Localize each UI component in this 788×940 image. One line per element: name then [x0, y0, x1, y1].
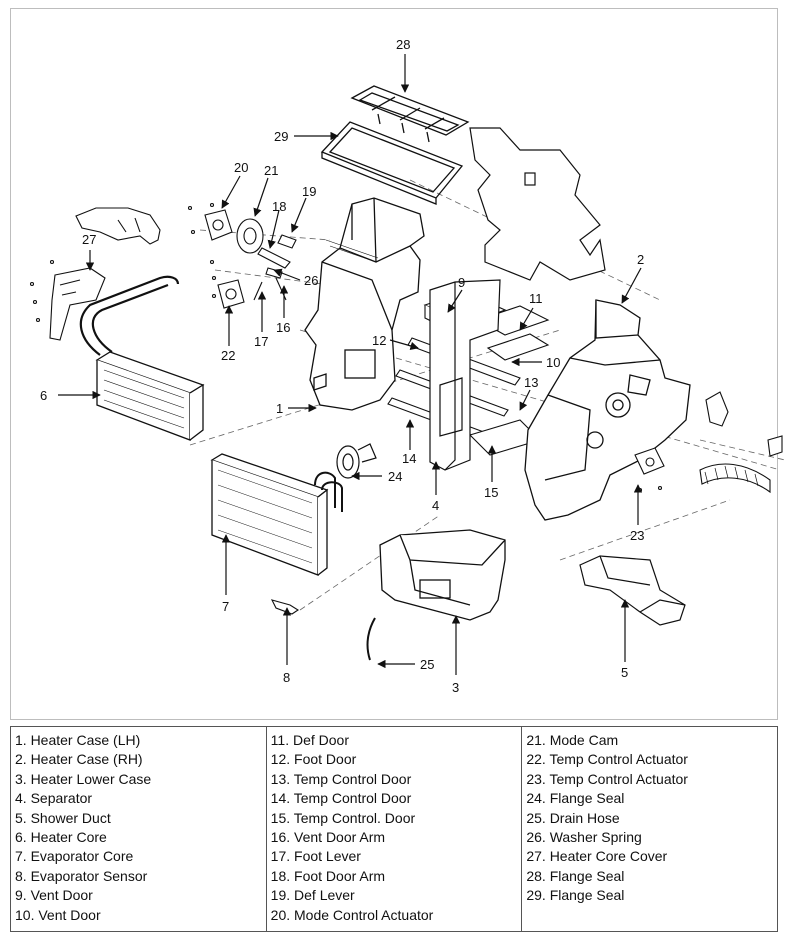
legend-item: 22. Temp Control Actuator — [526, 751, 688, 768]
part-flange-seal-28 — [350, 85, 470, 143]
callout-27: 27 — [82, 232, 96, 247]
part-heater-core-cover — [29, 207, 161, 341]
legend-item: 26. Washer Spring — [526, 829, 642, 846]
callout-13: 13 — [524, 375, 538, 390]
part-actuators — [187, 202, 297, 309]
callout-10: 10 — [546, 355, 560, 370]
callout-5: 5 — [621, 665, 628, 680]
exploded-view-diagram: 28 29 20 21 19 18 26 16 17 22 27 6 1 2 9… — [29, 37, 786, 695]
legend-item: 15. Temp Control. Door — [270, 809, 416, 826]
legend-item: 9. Vent Door — [15, 887, 93, 904]
callout-23: 23 — [630, 528, 644, 543]
callout-7: 7 — [222, 599, 229, 614]
legend-item: 19. Def Lever — [270, 887, 355, 904]
legend-column-1: 1. Heater Case (LH) 2. Heater Case (RH) … — [11, 727, 267, 931]
callout-1: 1 — [276, 401, 283, 416]
legend-item: 5. Shower Duct — [15, 809, 111, 826]
legend-item: 18. Foot Door Arm — [270, 867, 386, 884]
legend-item: 13. Temp Control Door — [270, 770, 412, 787]
callout-14: 14 — [402, 451, 416, 466]
callout-labels: 28 29 20 21 19 18 26 16 17 22 27 6 1 2 9… — [40, 37, 644, 695]
callout-17: 17 — [254, 334, 268, 349]
part-flange-seal-24 — [336, 443, 377, 479]
callout-2: 2 — [637, 252, 644, 267]
callout-leaders — [58, 54, 643, 675]
part-right-ducts — [699, 391, 783, 494]
legend-item: 2. Heater Case (RH) — [15, 751, 143, 768]
callout-6: 6 — [40, 388, 47, 403]
legend-item: 16. Vent Door Arm — [270, 829, 386, 846]
legend-item: 21. Mode Cam — [526, 732, 619, 748]
callout-11: 11 — [529, 291, 543, 306]
callout-4: 4 — [432, 498, 439, 513]
legend-item: 14. Temp Control Door — [270, 790, 412, 807]
callout-22: 22 — [221, 348, 235, 363]
legend-item: 11. Def Door — [270, 732, 350, 748]
callout-20: 20 — [234, 160, 248, 175]
legend-item: 7. Evaporator Core — [15, 848, 134, 865]
legend-column-2: 11. Def Door 12. Foot Door 13. Temp Cont… — [267, 727, 523, 931]
legend-item: 1. Heater Case (LH) — [15, 732, 141, 748]
legend-item: 17. Foot Lever — [270, 848, 361, 865]
legend-item: 10. Vent Door — [15, 906, 101, 923]
parts-legend-table: 1. Heater Case (LH) 2. Heater Case (RH) … — [10, 726, 778, 932]
part-heater-case-lh — [304, 197, 425, 411]
legend-column-3: 21. Mode Cam 22. Temp Control Actuator 2… — [522, 727, 777, 931]
part-separator — [429, 279, 501, 471]
callout-29: 29 — [274, 129, 288, 144]
legend-item: 20. Mode Control Actuator — [270, 906, 434, 923]
callout-18: 18 — [272, 199, 286, 214]
callout-3: 3 — [452, 680, 459, 695]
callout-26: 26 — [304, 273, 318, 288]
callout-24: 24 — [388, 469, 402, 484]
legend-item: 6. Heater Core — [15, 829, 107, 846]
legend-item: 12. Foot Door — [270, 751, 357, 768]
legend-item: 24. Flange Seal — [526, 790, 625, 807]
part-actuator-23 — [634, 447, 665, 493]
callout-12: 12 — [372, 333, 386, 348]
part-evaporator-sensor — [270, 599, 300, 615]
callout-8: 8 — [283, 670, 290, 685]
legend-item: 29. Flange Seal — [526, 887, 625, 904]
callout-16: 16 — [276, 320, 290, 335]
part-evaporator-core — [210, 453, 343, 576]
legend-item: 27. Heater Core Cover — [526, 848, 668, 865]
callout-9: 9 — [458, 275, 465, 290]
legend-item: 25. Drain Hose — [526, 809, 620, 826]
legend-item: 23. Temp Control Actuator — [526, 770, 688, 787]
callout-25: 25 — [420, 657, 434, 672]
part-flange-seal-29 — [320, 121, 464, 205]
callout-15: 15 — [484, 485, 498, 500]
callout-28: 28 — [396, 37, 410, 52]
part-heater-core — [79, 275, 205, 441]
callout-19: 19 — [302, 184, 316, 199]
callout-21: 21 — [264, 163, 278, 178]
legend-item: 3. Heater Lower Case — [15, 770, 152, 787]
legend-item: 28. Flange Seal — [526, 867, 625, 884]
part-heater-case-rh — [524, 299, 691, 521]
legend-item: 8. Evaporator Sensor — [15, 867, 148, 884]
part-shower-duct — [579, 555, 686, 626]
legend-item: 4. Separator — [15, 790, 93, 807]
part-heater-lower-case — [366, 529, 506, 661]
part-seal-sheet — [469, 127, 606, 281]
